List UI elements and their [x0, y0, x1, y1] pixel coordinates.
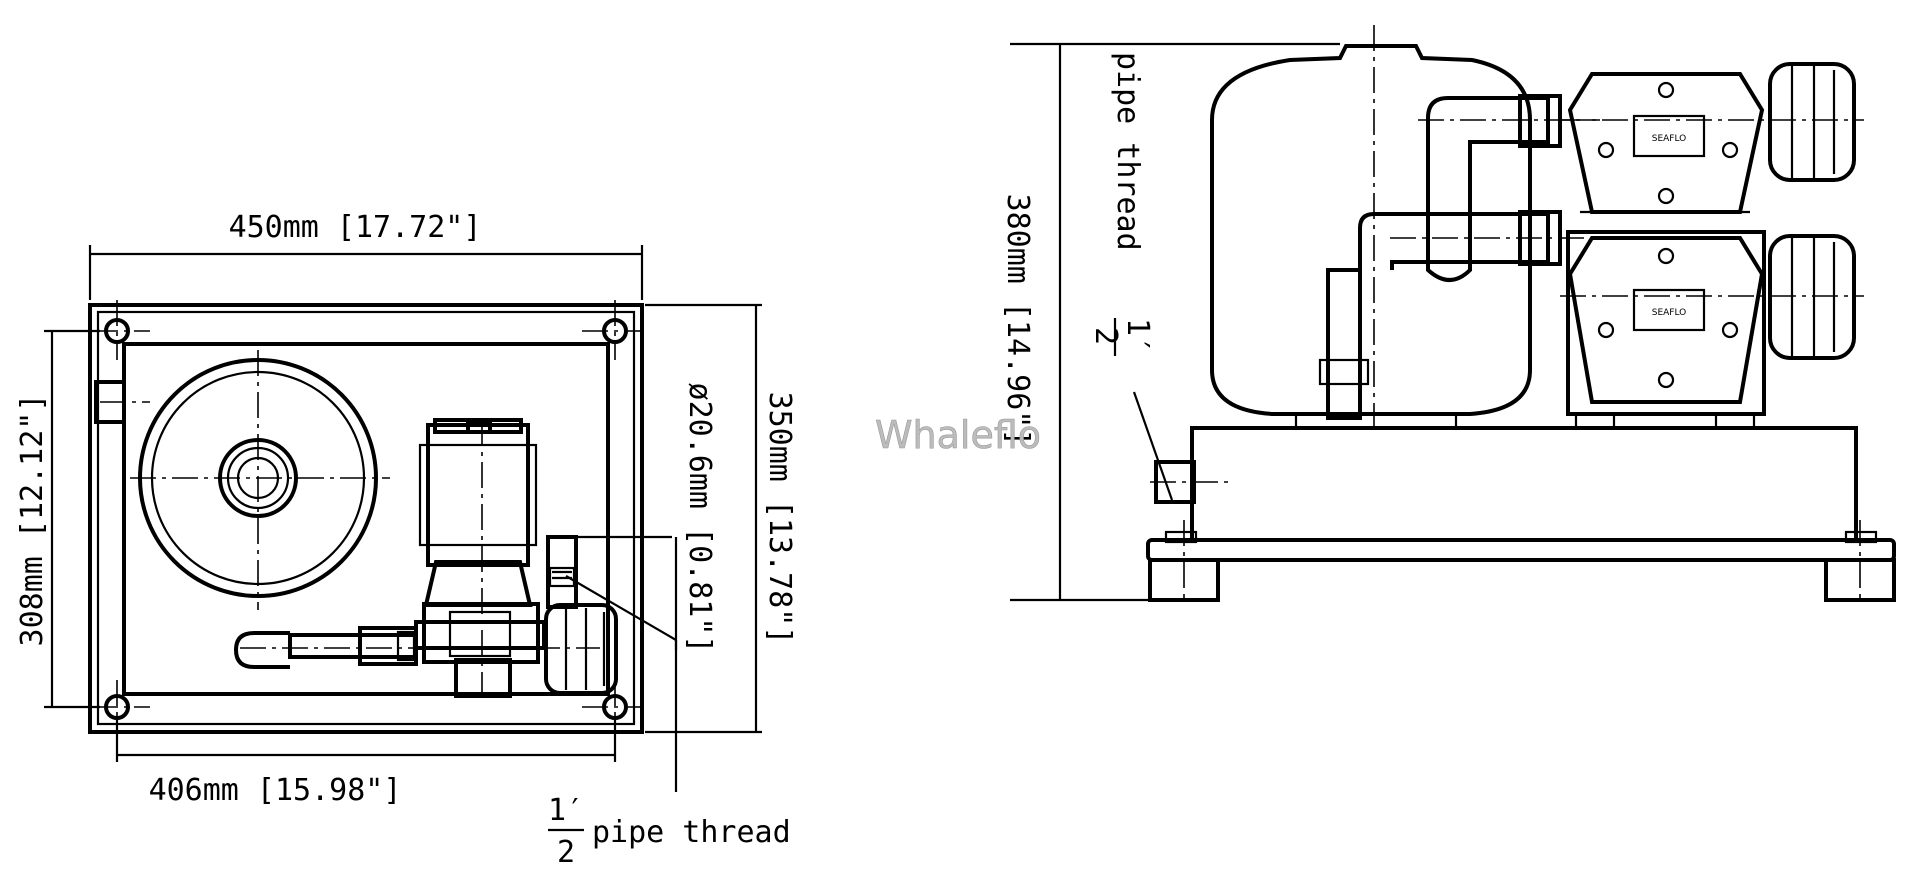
depth-label: 350mm [13.78"]: [762, 392, 797, 645]
base-plate-outline: [88, 303, 644, 734]
piping: [1318, 94, 1600, 420]
base-bracket-left: [1164, 530, 1198, 544]
pump-bolt: [1657, 81, 1675, 99]
tank-body: [1210, 44, 1532, 416]
pump-housing: [423, 560, 533, 607]
pump-terminal: [466, 422, 492, 434]
thread-label: pipe thread: [592, 815, 791, 850]
pump-frame-foot: [1574, 412, 1616, 430]
thread-callout-side: pipe thread 1′ 2: [1088, 52, 1174, 501]
pump-motor-end: [1768, 62, 1856, 182]
upper-pipe-fitting: [1518, 94, 1562, 148]
pump-head-plate: [448, 610, 512, 658]
side-view: SEAFLO SEAFLO: [1000, 25, 1896, 604]
base-bracket-right: [1844, 530, 1878, 544]
height-label: 380mm [14.96"]: [1000, 194, 1035, 447]
thread-fraction-num: 1′: [548, 793, 584, 828]
pump-side-fitting: [544, 603, 618, 695]
outlet-thread: [548, 566, 576, 588]
width-dimension: 450mm [17.72"]: [88, 210, 644, 300]
hole-width-label: 406mm [15.98"]: [149, 773, 402, 808]
pump-label-plate: [1632, 114, 1706, 158]
pump-head-body: [1567, 72, 1765, 214]
tank-stand: [1294, 412, 1458, 430]
pump-bolt: [1657, 371, 1675, 389]
base-foot-left: [1148, 558, 1220, 602]
accumulator-tank-side: [1210, 25, 1532, 430]
side-thread-fraction-den: 2: [1088, 327, 1123, 345]
pump-brand-label: SEAFLO: [1652, 308, 1687, 318]
base-frame: [1146, 538, 1896, 562]
tray-outline: [122, 342, 610, 696]
pump-bolt: [1657, 187, 1675, 205]
pump-bolt: [1721, 141, 1739, 159]
width-label: 450mm [17.72"]: [229, 210, 482, 245]
pump-flange: [414, 620, 546, 650]
height-dimension: 380mm [14.96"]: [1000, 42, 1340, 602]
drip-tray: [1190, 426, 1858, 542]
hole-width-dimension: 406mm [15.98"]: [115, 720, 617, 808]
pump-bolt: [1597, 141, 1615, 159]
suction-elbow: [233, 631, 290, 669]
hole-depth-dimension: 308mm [12.12"]: [15, 329, 100, 709]
side-thread-fraction-num: 1′: [1120, 318, 1155, 354]
thread-fraction-den: 2: [557, 835, 575, 870]
pump-label-plate: [1632, 288, 1706, 332]
base-plate-inner-edge: [96, 310, 636, 726]
top-view: 450mm [17.72"] 350mm [13.78"] 308mm [12.…: [15, 210, 797, 870]
thread-callout-top: 1′ 2 pipe thread: [548, 575, 791, 870]
pump-bolt: [1721, 321, 1739, 339]
depth-dimension: 350mm [13.78"]: [645, 303, 797, 734]
pump-bolt: [1597, 321, 1615, 339]
pump-motor-band: [418, 443, 538, 547]
pump-top: [233, 418, 618, 700]
outlet-diameter-label: ø20.6mm [0.81"]: [682, 383, 717, 654]
watermark: Whaleflo: [875, 413, 1041, 457]
suction-fitting-nut: [396, 630, 416, 662]
pump-brand-label: SEAFLO: [1652, 134, 1687, 144]
accumulator-tank-top: [130, 350, 390, 610]
lower-pipe-vertical: [1326, 268, 1362, 420]
mounting-holes: [92, 300, 640, 736]
pump-frame-foot: [1714, 412, 1756, 430]
lower-pipe-coupling: [1318, 358, 1370, 386]
base-foot-right: [1824, 558, 1896, 602]
hole-depth-label: 308mm [12.12"]: [15, 394, 50, 647]
pump-head-lower: SEAFLO: [1560, 234, 1864, 404]
pump-foot: [454, 658, 512, 698]
pump-head-body: [1567, 236, 1765, 404]
suction-fitting: [358, 626, 418, 666]
pump-motor-end: [1768, 234, 1856, 360]
pump-frame: [1566, 230, 1766, 416]
outlet-diameter-callout: ø20.6mm [0.81"]: [548, 383, 717, 654]
side-thread-label: pipe thread: [1110, 52, 1145, 251]
pump-bolt: [1657, 247, 1675, 265]
pump-head-upper: SEAFLO: [1560, 62, 1864, 214]
